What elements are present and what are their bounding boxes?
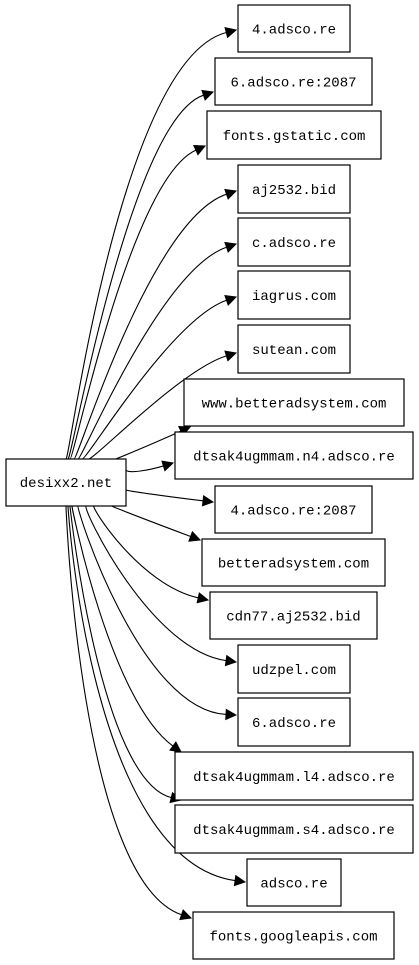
edge-1 xyxy=(65,27,238,460)
arrowhead-icon xyxy=(225,708,238,721)
arrowhead-icon xyxy=(196,592,210,604)
target-node-label-12: cdn77.aj2532.bid xyxy=(226,610,360,626)
target-node-label-16: dtsak4ugmmam.s4.adsco.re xyxy=(193,823,395,839)
arrowhead-icon xyxy=(224,188,238,200)
target-node-label-9: dtsak4ugmmam.n4.adsco.re xyxy=(193,450,395,466)
target-node-label-2: 6.adsco.re:2087 xyxy=(230,76,356,92)
target-node-label-7: sutean.com xyxy=(252,343,336,359)
edge-3 xyxy=(69,145,207,460)
target-node-13[interactable]: udzpel.com xyxy=(237,644,351,694)
arrowhead-icon xyxy=(224,654,238,667)
arrowhead-icon xyxy=(224,350,238,362)
arrowhead-icon xyxy=(161,460,175,472)
edge-line-3 xyxy=(69,149,197,460)
edge-line-6 xyxy=(81,299,227,460)
target-node-9[interactable]: dtsak4ugmmam.n4.adsco.re xyxy=(174,431,414,480)
edge-line-17 xyxy=(67,505,236,882)
edge-line-5 xyxy=(77,246,227,460)
target-node-1[interactable]: 4.adsco.re xyxy=(237,4,351,53)
arrowhead-icon xyxy=(233,874,247,887)
target-node-15[interactable]: dtsak4ugmmam.l4.adsco.re xyxy=(174,751,414,801)
edge-line-10 xyxy=(125,489,204,502)
edge-4 xyxy=(73,188,238,460)
edge-line-15 xyxy=(71,505,174,747)
edge-line-7 xyxy=(87,355,227,460)
edges-layer xyxy=(65,27,247,921)
edge-18 xyxy=(65,505,193,921)
edge-12 xyxy=(93,505,210,604)
target-node-12[interactable]: cdn77.aj2532.bid xyxy=(209,591,378,640)
target-node-7[interactable]: sutean.com xyxy=(237,324,351,374)
edge-line-18 xyxy=(65,505,182,916)
target-node-label-13: udzpel.com xyxy=(252,663,336,679)
edge-line-16 xyxy=(69,505,172,799)
edge-line-2 xyxy=(67,94,204,460)
target-node-10[interactable]: 4.adsco.re:2087 xyxy=(214,485,373,534)
edge-10 xyxy=(125,489,215,507)
edge-17 xyxy=(67,505,247,887)
target-node-16[interactable]: dtsak4ugmmam.s4.adsco.re xyxy=(174,804,414,854)
arrowhead-icon xyxy=(201,495,215,507)
target-node-label-10: 4.adsco.re:2087 xyxy=(230,504,356,520)
edge-15 xyxy=(71,505,182,753)
target-node-8[interactable]: www.betteradsystem.com xyxy=(183,378,405,427)
edge-line-12 xyxy=(93,505,199,599)
target-node-label-11: betteradsystem.com xyxy=(218,557,369,573)
target-node-2[interactable]: 6.adsco.re:2087 xyxy=(214,57,373,106)
source-node[interactable]: desixx2.net xyxy=(5,458,127,507)
target-node-11[interactable]: betteradsystem.com xyxy=(201,538,386,587)
arrowhead-icon xyxy=(224,294,238,306)
target-node-label-3: fonts.gstatic.com xyxy=(223,129,366,145)
edge-line-11 xyxy=(111,505,191,538)
arrowhead-icon xyxy=(224,27,238,39)
target-node-5[interactable]: c.adsco.re xyxy=(237,217,351,267)
edge-line-9 xyxy=(125,465,164,473)
target-node-label-15: dtsak4ugmmam.l4.adsco.re xyxy=(193,770,395,786)
edge-line-1 xyxy=(65,31,227,460)
arrowhead-icon xyxy=(178,426,192,437)
target-node-label-6: iagrus.com xyxy=(252,289,336,305)
target-node-4[interactable]: aj2532.bid xyxy=(237,164,351,214)
arrowhead-icon xyxy=(193,145,207,156)
target-node-6[interactable]: iagrus.com xyxy=(237,270,351,320)
target-node-label-5: c.adsco.re xyxy=(252,236,336,252)
arrowhead-icon xyxy=(201,89,215,101)
arrowhead-icon xyxy=(169,741,182,753)
edge-11 xyxy=(111,505,202,542)
target-node-label-1: 4.adsco.re xyxy=(252,23,336,39)
target-node-18[interactable]: fonts.googleapis.com xyxy=(192,911,395,960)
edge-2 xyxy=(67,89,215,460)
edge-line-14 xyxy=(77,505,227,716)
target-node-label-17: adsco.re xyxy=(260,877,327,893)
target-node-label-14: 6.adsco.re xyxy=(252,716,336,732)
source-node-label: desixx2.net xyxy=(20,476,112,492)
target-node-label-18: fonts.googleapis.com xyxy=(209,930,377,946)
edge-5 xyxy=(77,241,238,460)
target-node-3[interactable]: fonts.gstatic.com xyxy=(206,110,382,160)
edge-14 xyxy=(77,505,238,721)
target-node-14[interactable]: 6.adsco.re xyxy=(237,697,351,747)
target-node-17[interactable]: adsco.re xyxy=(246,858,342,907)
arrowhead-icon xyxy=(188,530,202,542)
edge-13 xyxy=(85,505,238,667)
edge-6 xyxy=(81,294,238,460)
edge-line-8 xyxy=(109,430,182,462)
nodes-layer: desixx2.net 4.adsco.re 6.adsco.re:2087 fon… xyxy=(5,4,414,960)
edge-9 xyxy=(125,460,175,473)
edge-7 xyxy=(87,350,238,460)
edge-line-4 xyxy=(73,193,227,460)
target-node-label-8: www.betteradsystem.com xyxy=(202,397,387,413)
edge-line-13 xyxy=(85,505,227,662)
arrowhead-icon xyxy=(179,909,193,921)
arrowhead-icon xyxy=(224,241,238,253)
target-node-label-4: aj2532.bid xyxy=(252,183,336,199)
